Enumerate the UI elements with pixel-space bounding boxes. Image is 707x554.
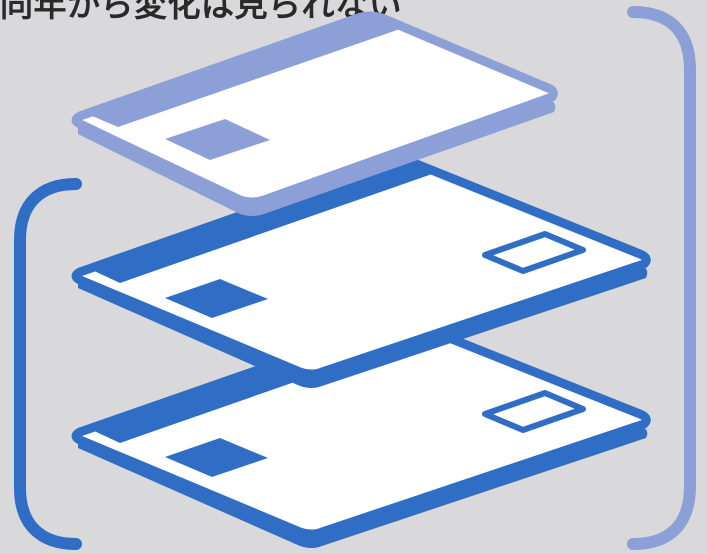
- left-bracket: [20, 184, 76, 544]
- middle-card: [76, 161, 647, 388]
- top-card: [76, 16, 555, 216]
